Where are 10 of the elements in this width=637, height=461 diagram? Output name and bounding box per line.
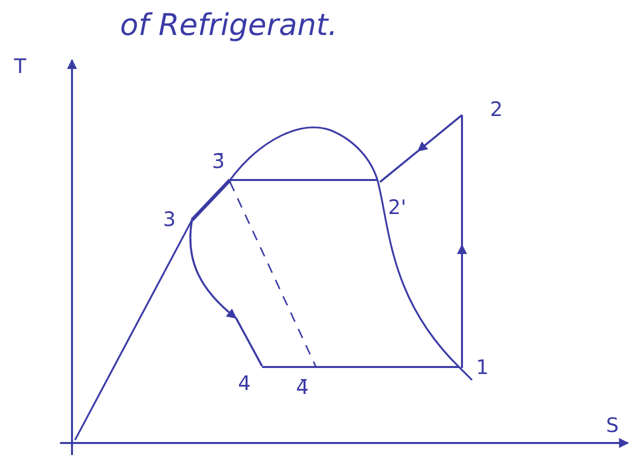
point-label: 3̄: [212, 150, 225, 172]
point-label: 1: [476, 356, 489, 378]
axis-label: S: [606, 414, 619, 436]
point-label: 4̄: [296, 376, 309, 398]
point-label: 4: [238, 372, 251, 394]
title-text: of Refrigerant.: [120, 8, 338, 43]
point-label: 3: [163, 208, 176, 230]
point-label: 2': [388, 196, 406, 218]
axis-label: T: [14, 55, 26, 77]
point-label: 2: [490, 98, 503, 120]
